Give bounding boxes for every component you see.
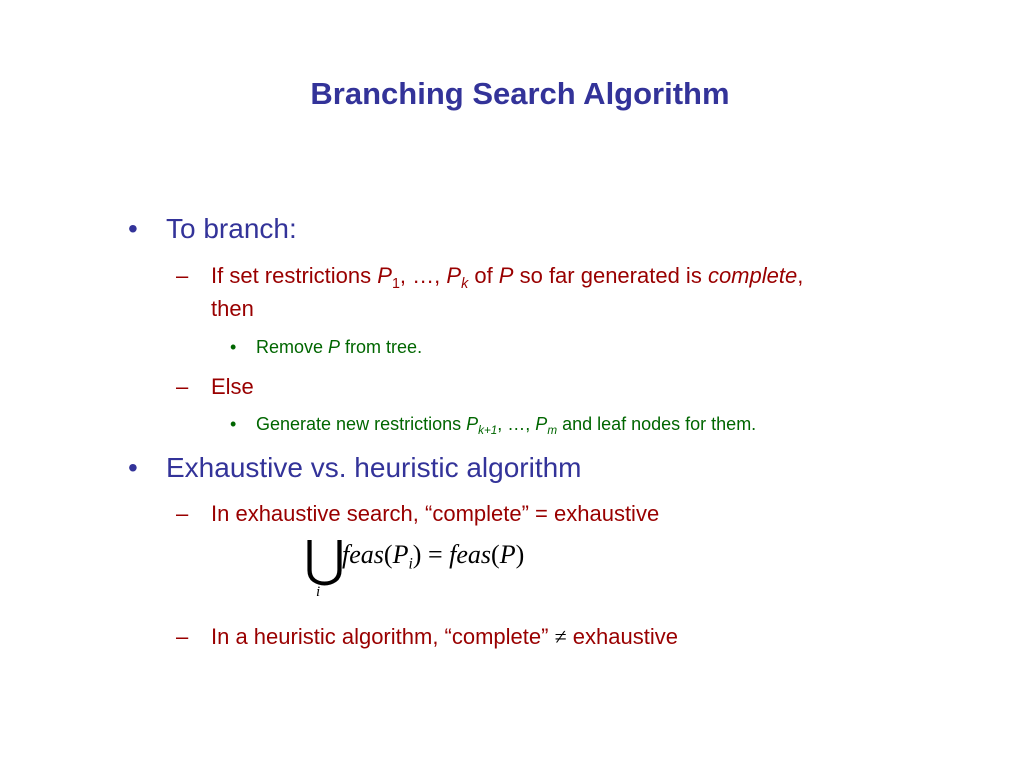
dash-marker: – (176, 624, 189, 649)
dash-marker: – (176, 263, 189, 288)
bullet-text: To branch: (166, 213, 297, 244)
sub-bullet-text: If set restrictions P1, …, Pk of P so fa… (211, 263, 804, 292)
sub-bullet-text: Else (211, 374, 254, 399)
formula-expression: feas(Pi) = feas(P) (342, 540, 525, 573)
bullet-text: Exhaustive vs. heuristic algorithm (166, 452, 582, 483)
bullet-marker: • (128, 452, 138, 483)
union-formula: ⋃ i feas(Pi) = feas(P) (300, 530, 600, 610)
sub-bullet-text: In a heuristic algorithm, “complete” ≠ e… (211, 624, 678, 649)
subsub-text: Generate new restrictions Pk+1, …, Pm an… (256, 414, 757, 438)
slide-title: Branching Search Algorithm (310, 76, 730, 111)
union-symbol: ⋃ (304, 530, 346, 588)
dash-marker: – (176, 374, 189, 399)
sub-bullet-continuation: then (211, 296, 254, 321)
dot-marker: • (230, 337, 237, 357)
sub-bullet-text: In exhaustive search, “complete” = exhau… (211, 501, 660, 526)
union-index: i (316, 584, 321, 600)
dash-marker: – (176, 501, 189, 526)
dot-marker: • (230, 414, 237, 434)
not-equal-symbol: ≠ (554, 624, 567, 649)
subsub-text: Remove P from tree. (256, 337, 423, 357)
bullet-marker: • (128, 213, 138, 244)
